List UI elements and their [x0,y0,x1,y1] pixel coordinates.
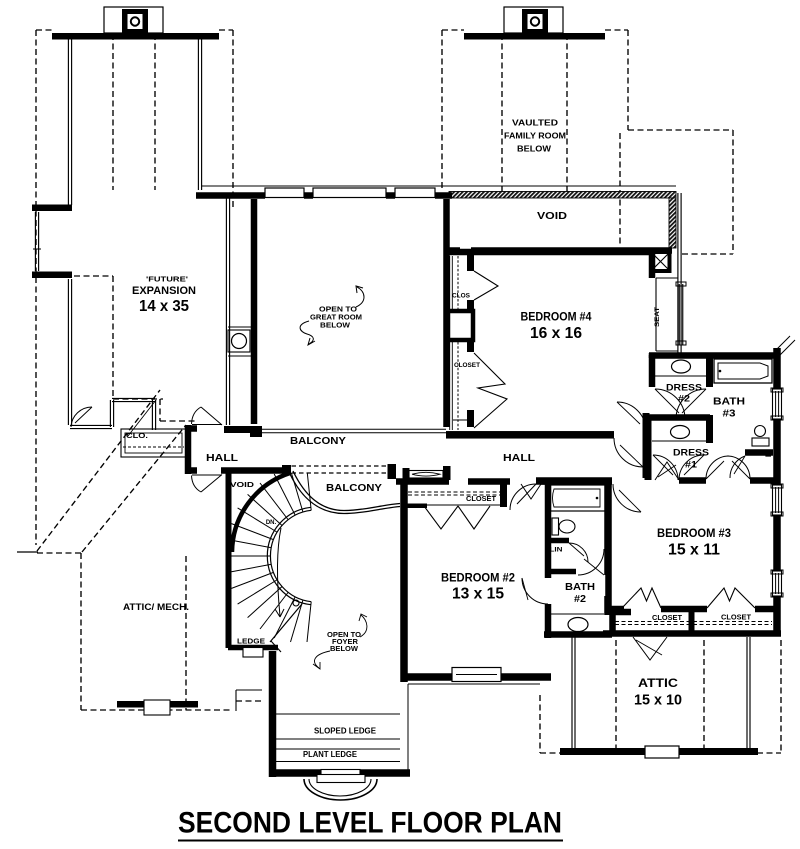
svg-text:PLANT LEDGE: PLANT LEDGE [303,750,358,759]
svg-text:CLOSET: CLOSET [454,362,480,369]
svg-text:SEAT: SEAT [654,307,661,327]
svg-text:FOYER: FOYER [332,639,358,646]
svg-text:BATH: BATH [713,396,745,408]
svg-text:EXPANSION: EXPANSION [132,285,196,297]
svg-text:13 x 15: 13 x 15 [452,586,504,603]
svg-text:16 x 16: 16 x 16 [530,325,582,342]
svg-text:CLO.: CLO. [126,433,148,440]
svg-text:'FUTURE': 'FUTURE' [146,275,188,284]
svg-text:#2: #2 [574,594,586,605]
svg-text:OPEN TO: OPEN TO [327,632,362,639]
svg-text:DN.: DN. [266,520,277,526]
svg-text:BELOW: BELOW [330,646,358,653]
svg-text:FAMILY ROOM: FAMILY ROOM [504,131,566,141]
svg-text:HALL: HALL [503,452,536,464]
svg-text:ATTIC: ATTIC [638,678,678,690]
svg-text:ATTIC/ MECH.: ATTIC/ MECH. [123,602,189,613]
svg-text:VOID: VOID [230,482,254,489]
svg-text:BATH: BATH [565,582,595,593]
svg-text:VAULTED: VAULTED [512,118,558,128]
svg-text:#1: #1 [685,460,698,471]
svg-text:CLOSET: CLOSET [466,496,497,503]
svg-text:GREAT ROOM: GREAT ROOM [310,313,362,322]
svg-text:VOID: VOID [537,211,567,222]
svg-text:LIN: LIN [550,548,563,554]
svg-text:#2: #2 [678,394,690,405]
svg-text:CLOS: CLOS [452,294,470,300]
svg-text:HALL: HALL [206,452,239,464]
svg-text:BEDROOM #3: BEDROOM #3 [657,528,731,540]
svg-text:15 x 10: 15 x 10 [634,693,682,709]
svg-text:14 x 35: 14 x 35 [139,298,189,315]
svg-text:DRESS: DRESS [666,383,702,394]
svg-text:BALCONY: BALCONY [290,436,346,447]
svg-text:OPEN TO: OPEN TO [319,305,357,314]
svg-text:CLOSET: CLOSET [652,615,683,622]
svg-text:BELOW: BELOW [517,144,552,154]
svg-text:BELOW: BELOW [320,321,351,330]
svg-text:LEDGE: LEDGE [237,639,265,646]
svg-text:SECOND LEVEL FLOOR PLAN: SECOND LEVEL FLOOR PLAN [178,807,562,840]
svg-text:BEDROOM #4: BEDROOM #4 [521,312,593,324]
svg-text:15 x 11: 15 x 11 [668,542,720,559]
svg-text:#3: #3 [723,408,736,420]
svg-text:SLOPED LEDGE: SLOPED LEDGE [314,727,377,736]
svg-text:BEDROOM #2: BEDROOM #2 [441,573,515,585]
svg-text:DRESS: DRESS [673,448,709,459]
svg-text:BALCONY: BALCONY [326,483,382,494]
svg-text:CLOSET: CLOSET [721,615,752,622]
